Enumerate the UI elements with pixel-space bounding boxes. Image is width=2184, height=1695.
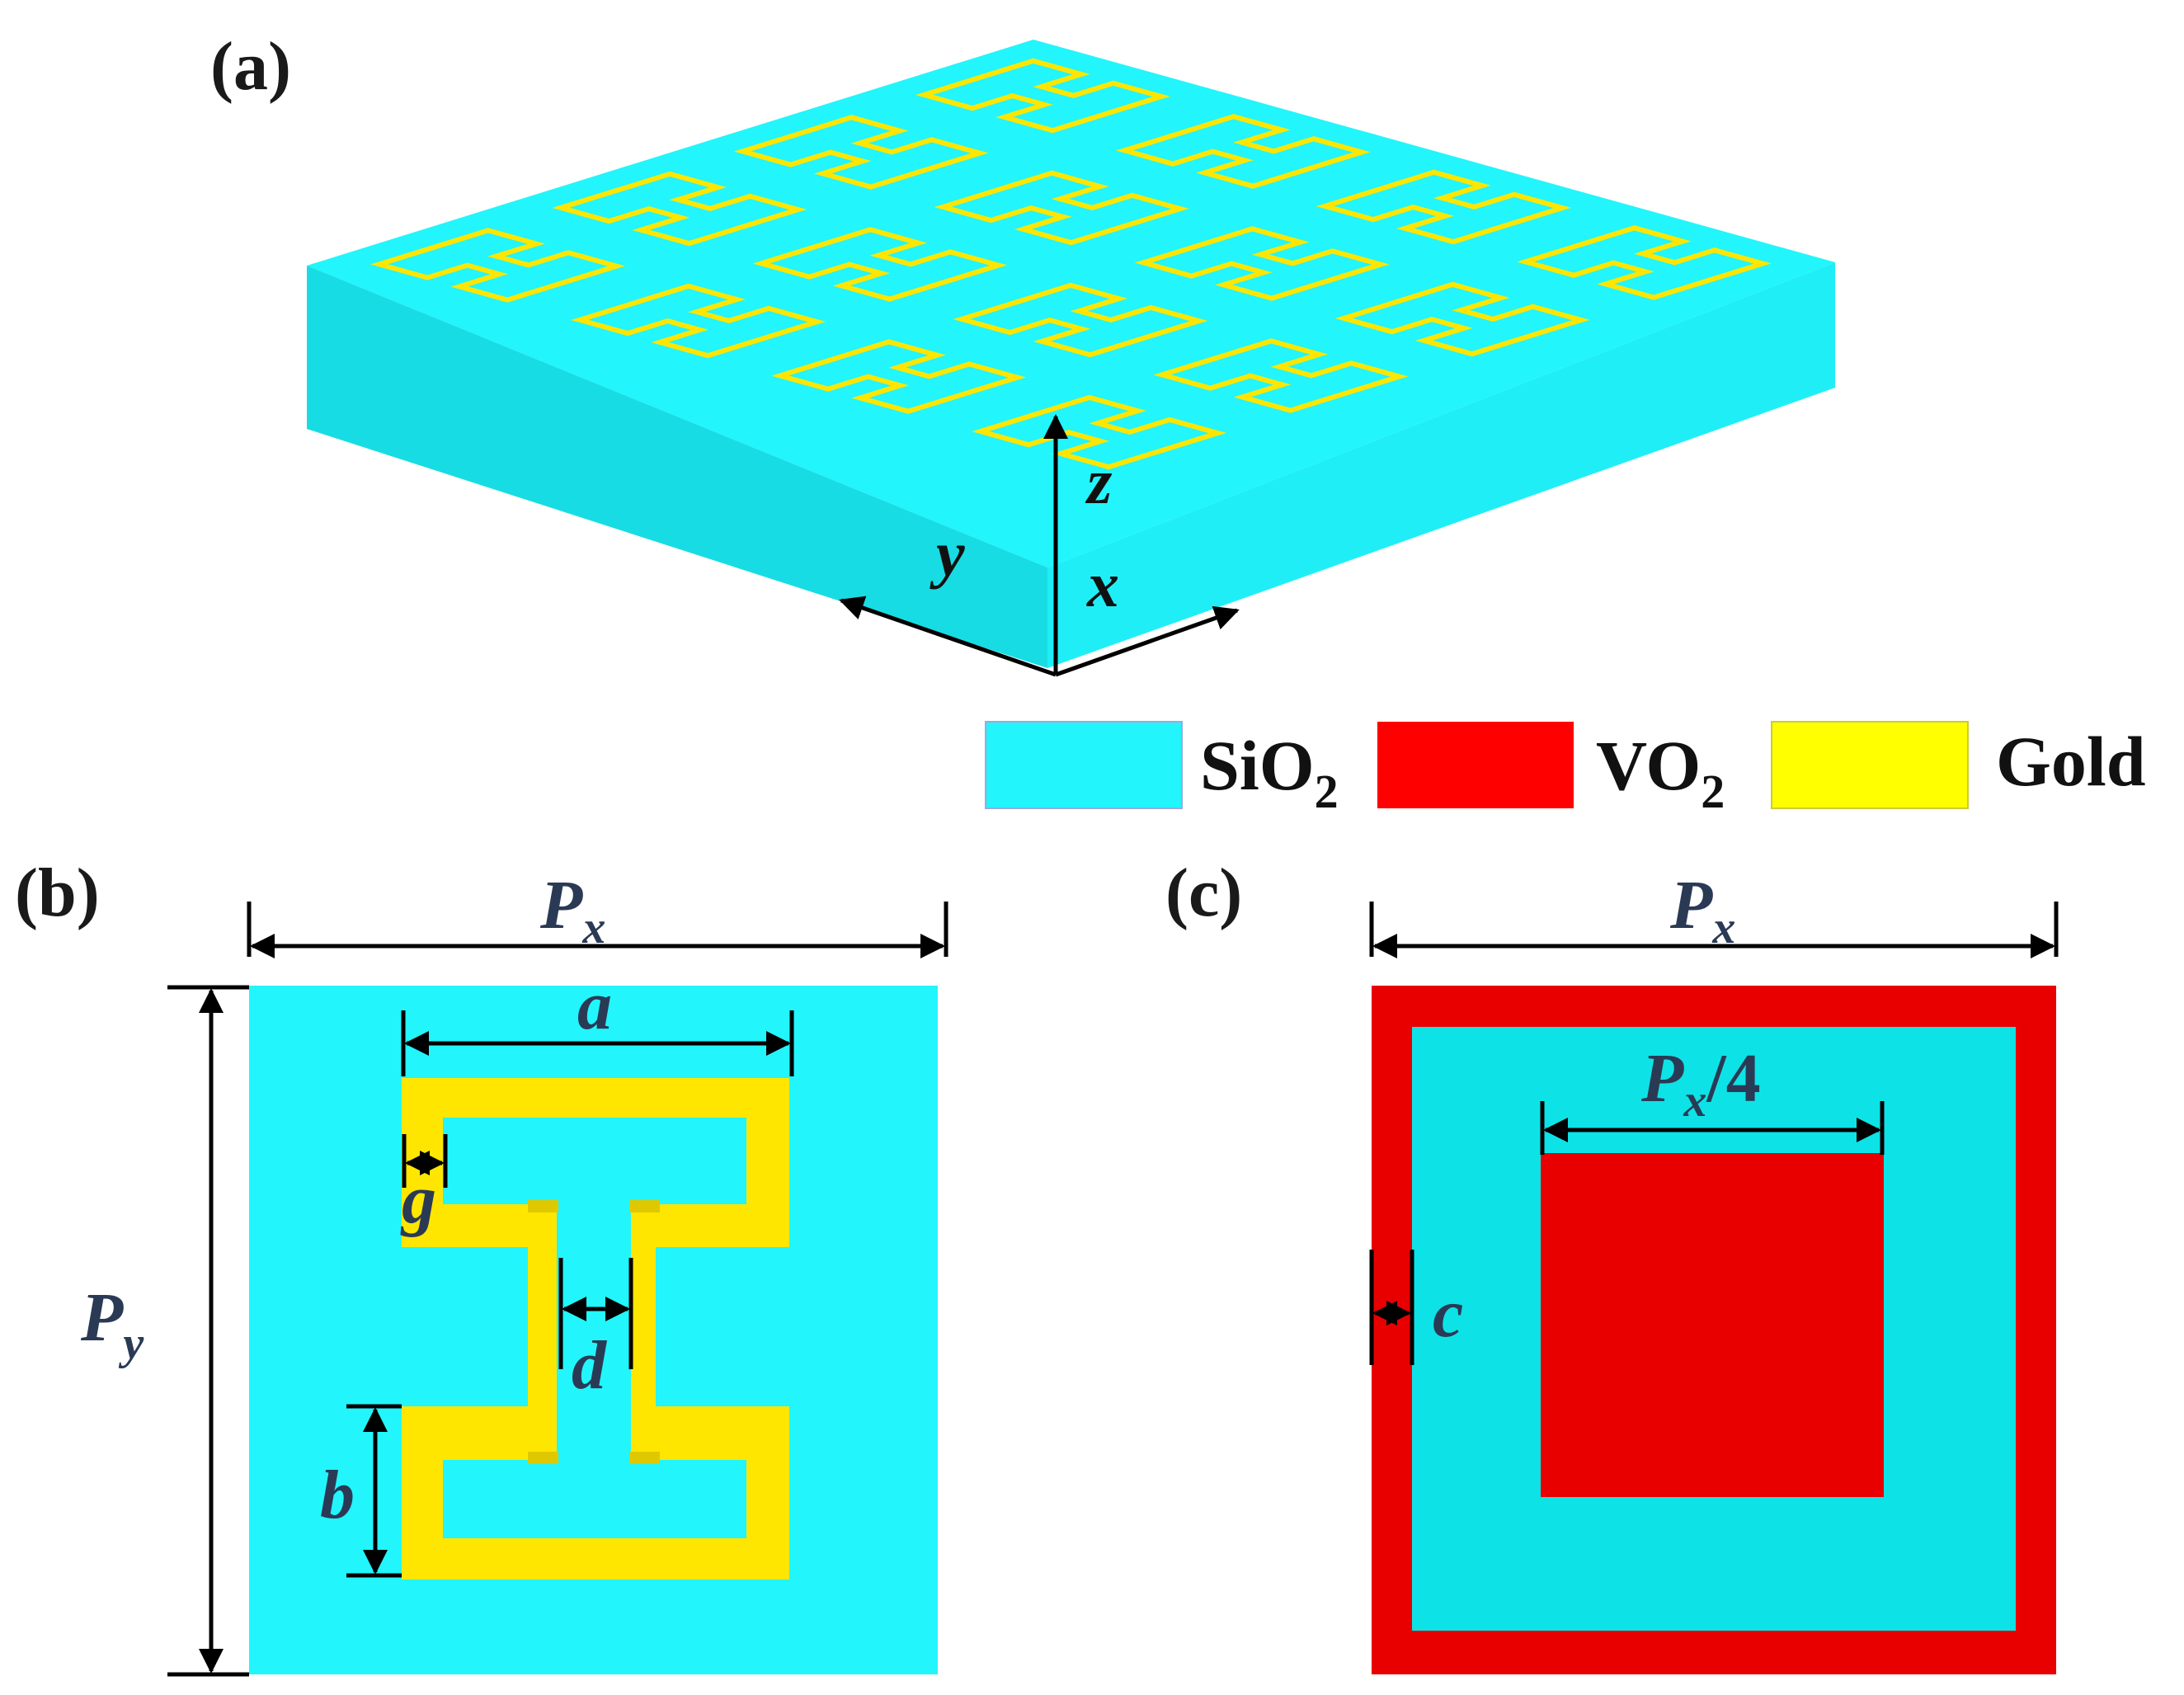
- gold-notch: [528, 1200, 558, 1212]
- legend-swatch-gold: [1771, 721, 1969, 809]
- gold-h-element: [972, 394, 1227, 470]
- gold-h-element: [1134, 226, 1390, 301]
- y-axis-label: y: [930, 518, 965, 590]
- gold-notch: [528, 1452, 558, 1464]
- z-axis-label: z: [1085, 445, 1113, 517]
- px-label: Px: [539, 867, 605, 953]
- gold-h-element: [370, 228, 626, 303]
- gold-h-element: [571, 283, 826, 359]
- gold-h-element: [934, 170, 1189, 246]
- panel-c: (c) Px Px/4 c: [1165, 855, 2059, 1674]
- gold-h-element: [1516, 225, 1772, 300]
- legend-label-gold: Gold: [1996, 722, 2146, 801]
- panel-a: (a) z y x: [210, 28, 1835, 677]
- c-px-label: Px: [1669, 867, 1735, 953]
- gold-h-element: [915, 58, 1170, 134]
- gold-h-element: [733, 115, 989, 190]
- legend-swatch-vo2: [1377, 722, 1574, 808]
- gold-h-element: [752, 227, 1008, 302]
- legend: SiO2 VO2 Gold: [985, 721, 2146, 818]
- panel-a-label: (a): [210, 28, 291, 105]
- legend-swatch-sio2: [985, 721, 1183, 809]
- d-label: d: [572, 1327, 608, 1404]
- gold-h-element: [953, 282, 1208, 358]
- vo2-center-square: [1541, 1153, 1884, 1497]
- panel-c-label: (c): [1165, 855, 1242, 931]
- panel-b-label: (b): [15, 855, 100, 931]
- legend-label-sio2: SiO2: [1200, 726, 1339, 818]
- legend-item-sio2: SiO2: [985, 721, 1339, 818]
- x-axis-label: x: [1086, 549, 1119, 620]
- gold-h-element: [1334, 281, 1590, 357]
- gold-notch: [629, 1452, 660, 1464]
- gold-h-element: [771, 339, 1027, 414]
- gold-h-element: [1316, 169, 1571, 245]
- gold-h-resonator: [402, 1078, 789, 1580]
- gold-h-element: [552, 171, 807, 247]
- gold-h-element: [1115, 114, 1371, 189]
- a-label: a: [577, 968, 612, 1044]
- panel-b: (b) Px Py a g d: [15, 855, 948, 1677]
- b-label: b: [320, 1457, 355, 1533]
- coordinate-axes: z y x: [839, 414, 1240, 677]
- legend-label-vo2: VO2: [1596, 726, 1725, 818]
- legend-item-vo2: VO2: [1377, 722, 1725, 818]
- gold-resonator-array: [370, 58, 1772, 470]
- legend-item-gold: Gold: [1771, 721, 2146, 809]
- slab-top-face: [307, 40, 1835, 567]
- slab-left-face: [307, 266, 1047, 668]
- slab-right-face: [1047, 262, 1835, 668]
- px4-label: Px/4: [1640, 1040, 1761, 1127]
- py-label: Py: [80, 1279, 144, 1369]
- g-label: g: [400, 1161, 436, 1238]
- gold-h-element: [1153, 338, 1409, 413]
- c-label: c: [1433, 1275, 1463, 1352]
- gold-notch: [629, 1200, 660, 1212]
- x-axis-arrow: [1055, 605, 1240, 677]
- y-axis-arrow: [839, 596, 1057, 677]
